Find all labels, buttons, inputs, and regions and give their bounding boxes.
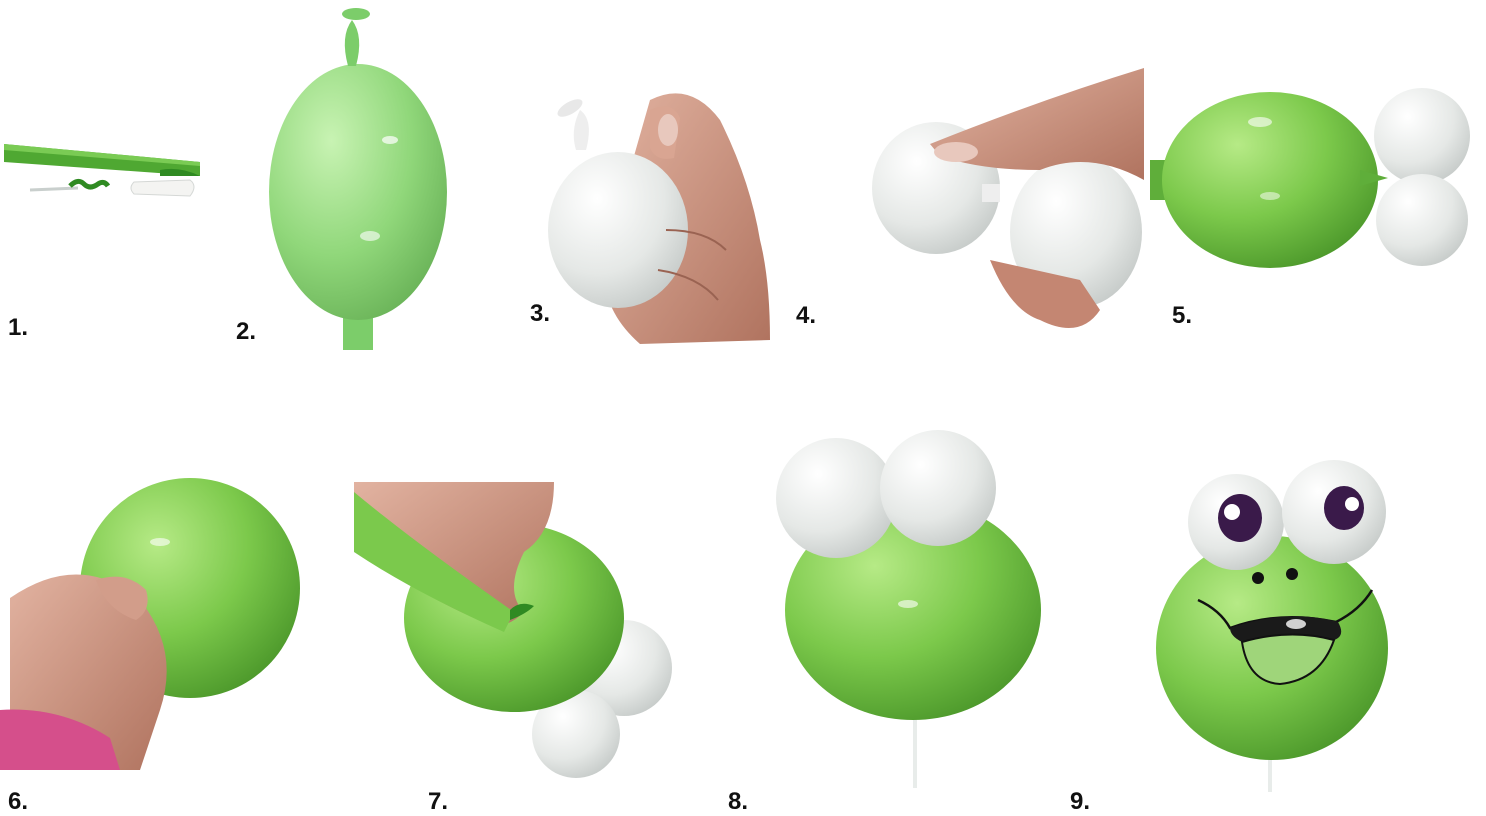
step-number: 5. [1172,304,1192,328]
step-5: 5. [1150,60,1486,350]
hand-tying-balloon [354,482,684,782]
step-3: 3. [530,60,780,350]
step-number: 6. [8,790,28,814]
step-6: 6. [0,470,310,816]
frog-face-icon [1070,460,1486,790]
step-9: 9. [1070,460,1486,816]
step-number: 3. [530,302,550,326]
step-7: 7. [354,482,684,816]
assembled-frog-head [728,430,1048,790]
step-1: 1. [0,140,210,350]
hand-twisting-white-balloons [790,60,1150,350]
step-8: 8. [728,430,1048,816]
step-2: 2. [230,0,460,350]
step-4: 4. [790,60,1150,350]
step-number: 8. [728,790,748,814]
balloon-icon [230,0,460,350]
step-number: 4. [796,304,816,328]
balloon-body-with-eyes [1150,60,1486,350]
step-number: 1. [8,316,28,340]
hand-pushing-green-balloon [0,470,310,770]
step-number: 2. [236,320,256,344]
hand-holding-white-balloon [530,60,780,350]
step-number: 7. [428,790,448,814]
step-number: 9. [1070,790,1090,814]
deflated-balloon-icon [0,140,210,220]
